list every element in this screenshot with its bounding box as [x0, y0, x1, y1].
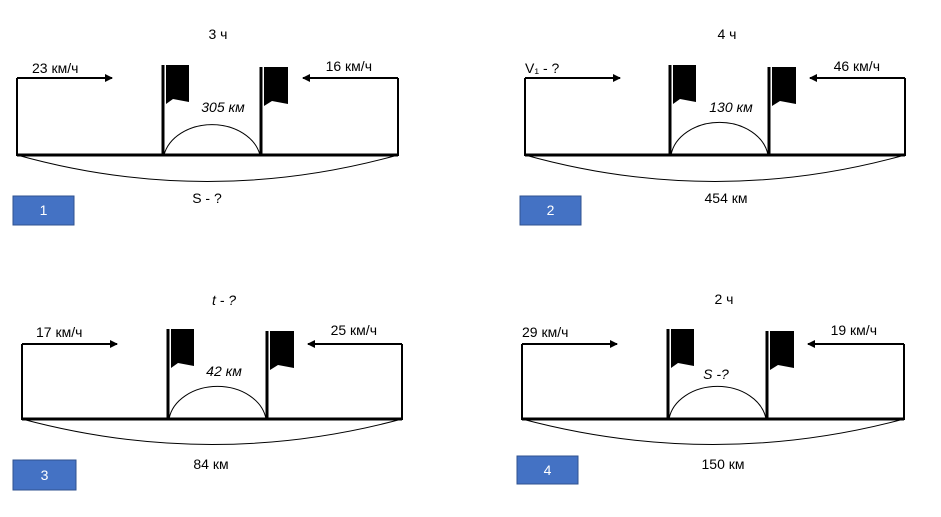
total-label: 84 км: [193, 456, 228, 472]
left-flag-icon: [671, 329, 694, 368]
time-label: 3 ч: [209, 26, 228, 42]
right-flag-icon: [264, 67, 288, 106]
problem-number-badge: [519, 195, 582, 226]
left-speed-label: 29 км/ч: [522, 324, 568, 340]
total-label: 150 км: [702, 456, 745, 472]
total-arc: [521, 418, 905, 445]
total-arc: [21, 418, 403, 445]
right-flag-icon: [770, 331, 794, 370]
time-label: 2 ч: [715, 291, 734, 307]
problem-number: 3: [41, 467, 49, 483]
left-flag-icon: [171, 329, 194, 368]
time-label: 4 ч: [718, 26, 737, 42]
left-speed-label: 23 км/ч: [32, 60, 78, 76]
problem-number: 1: [40, 202, 48, 218]
left-speed-label: 17 км/ч: [36, 324, 82, 340]
left-flag-icon: [166, 65, 189, 104]
left-speed-label: V₁ - ?: [525, 60, 560, 76]
problem-number: 4: [544, 462, 552, 478]
total-label: S - ?: [192, 190, 222, 206]
problem-number: 2: [547, 202, 555, 218]
total-label: 454 км: [705, 190, 748, 206]
problem-1: 3 ч 23 км/ч 16 км/ч 305 км S - ? 1: [12, 26, 399, 226]
gap-label: S -?: [703, 366, 729, 382]
gap-arc: [163, 124, 261, 156]
problem-number-badge: [12, 195, 75, 226]
problem-2: 4 ч V₁ - ? 46 км/ч 130 км 454 км 2: [519, 26, 906, 226]
total-arc: [524, 154, 906, 182]
right-speed-label: 25 км/ч: [331, 322, 377, 338]
total-arc: [16, 154, 399, 182]
right-speed-label: 16 км/ч: [326, 58, 372, 74]
right-speed-label: 46 км/ч: [834, 58, 880, 74]
time-label: t - ?: [212, 292, 236, 308]
left-flag-icon: [673, 65, 696, 104]
right-flag-icon: [772, 67, 796, 106]
gap-arc: [670, 121, 769, 156]
gap-label: 42 км: [206, 363, 242, 379]
gap-label: 305 км: [201, 99, 245, 115]
problem-number-badge: [516, 455, 579, 485]
gap-arc: [668, 385, 767, 420]
right-flag-icon: [270, 331, 294, 370]
right-speed-label: 19 км/ч: [831, 322, 877, 338]
gap-label: 130 км: [709, 99, 753, 115]
gap-arc: [168, 385, 267, 420]
problem-3: t - ? 17 км/ч 25 км/ч 42 км 84 км 3: [12, 292, 403, 491]
problem-4: 2 ч 29 км/ч 19 км/ч S -? 150 км 4: [516, 291, 905, 485]
problem-number-badge: [12, 459, 77, 491]
